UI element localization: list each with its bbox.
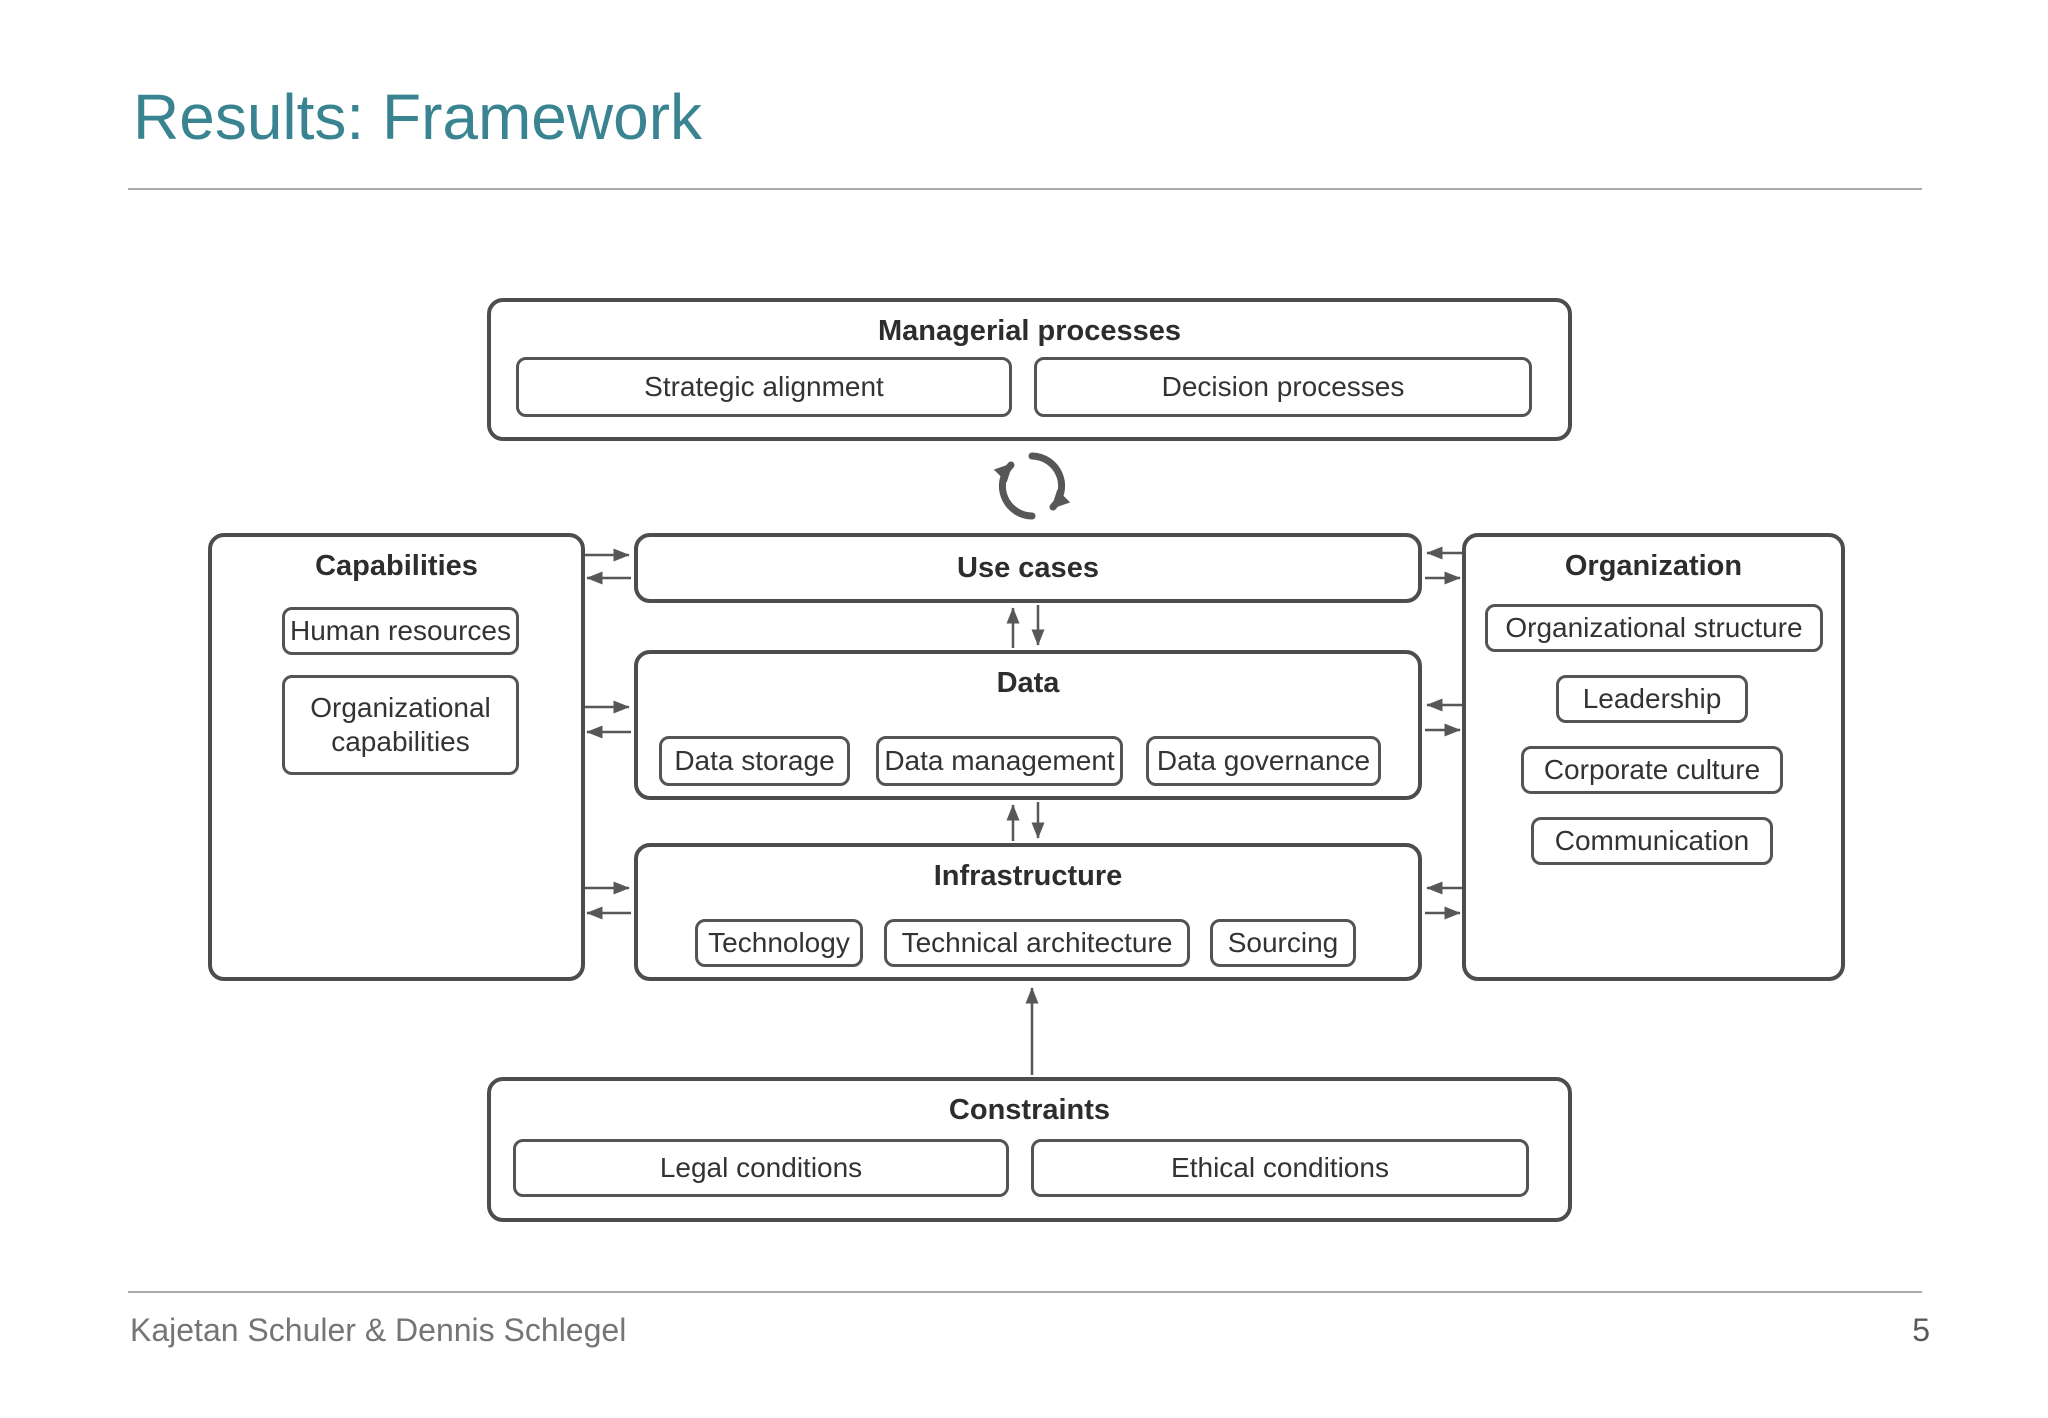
data-governance-chip: Data governance: [1146, 736, 1381, 786]
constraints-box: Constraints Legal conditions Ethical con…: [487, 1077, 1572, 1222]
capabilities-title: Capabilities: [315, 550, 478, 582]
strategic-alignment-chip: Strategic alignment: [516, 357, 1012, 417]
leadership-chip: Leadership: [1556, 675, 1748, 723]
data-storage-chip: Data storage: [659, 736, 850, 786]
footer-authors: Kajetan Schuler & Dennis Schlegel: [130, 1312, 627, 1348]
title-divider: [128, 188, 1922, 190]
use-cases-title: Use cases: [957, 551, 1099, 584]
sourcing-chip: Sourcing: [1210, 919, 1356, 967]
capabilities-box: Capabilities Human resources Organizatio…: [208, 533, 585, 981]
organizational-structure-chip: Organizational structure: [1485, 604, 1823, 652]
constraints-title: Constraints: [948, 1094, 1111, 1126]
data-management-chip: Data management: [876, 736, 1123, 786]
organization-title: Organization: [1564, 550, 1743, 582]
data-title: Data: [996, 667, 1060, 699]
sync-icon: [993, 452, 1071, 520]
decision-processes-chip: Decision processes: [1034, 357, 1532, 417]
footer-page-number: 5: [1912, 1312, 1930, 1348]
technology-chip: Technology: [695, 919, 863, 967]
organization-box: Organization Organizational structure Le…: [1462, 533, 1845, 981]
managerial-processes-box: Managerial processes Strategic alignment…: [487, 298, 1572, 441]
data-box: Data Data storage Data management Data g…: [634, 650, 1422, 800]
ethical-conditions-chip: Ethical conditions: [1031, 1139, 1529, 1197]
managerial-processes-title: Managerial processes: [877, 315, 1182, 347]
use-cases-box: Use cases: [634, 533, 1422, 603]
page-title: Results: Framework: [133, 81, 702, 153]
communication-chip: Communication: [1531, 817, 1773, 865]
corporate-culture-chip: Corporate culture: [1521, 746, 1783, 794]
infrastructure-box: Infrastructure Technology Technical arch…: [634, 843, 1422, 981]
technical-architecture-chip: Technical architecture: [884, 919, 1190, 967]
footer-divider: [128, 1291, 1922, 1293]
legal-conditions-chip: Legal conditions: [513, 1139, 1009, 1197]
organizational-capabilities-chip: Organizational capabilities: [282, 675, 519, 775]
infrastructure-title: Infrastructure: [933, 860, 1123, 892]
human-resources-chip: Human resources: [282, 607, 519, 655]
